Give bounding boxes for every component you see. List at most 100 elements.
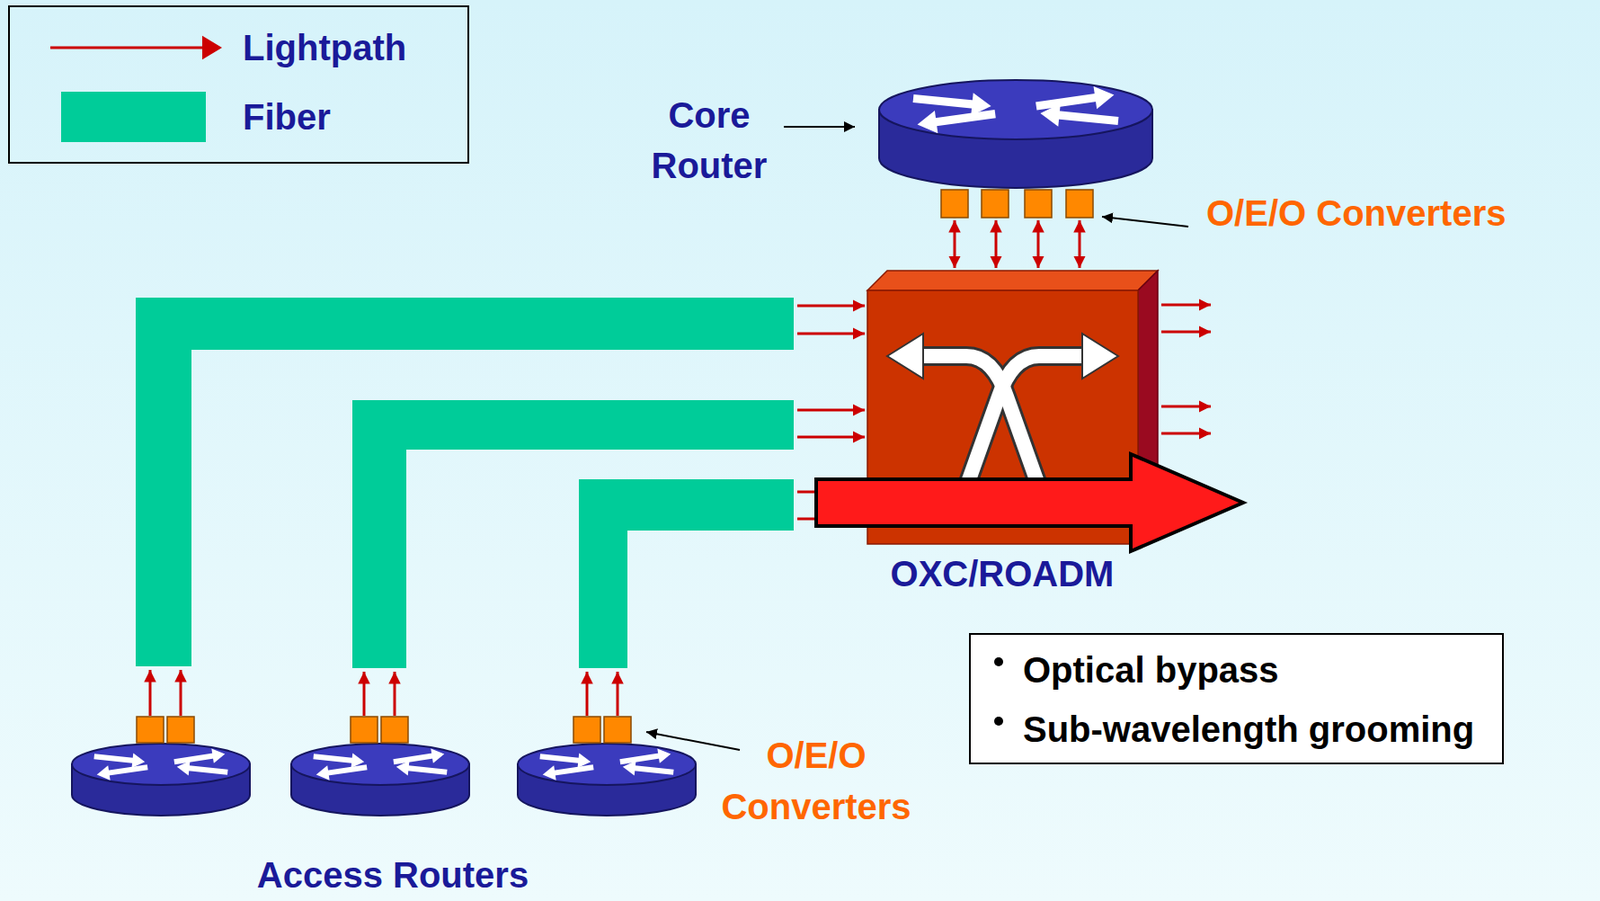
note-box: Optical bypassSub-wavelength grooming [968,632,1504,765]
legend-swatch [61,91,206,143]
node-heading: OXC/ROADM [849,552,1156,595]
router-arrow [174,755,215,762]
oeo-converter [350,716,378,743]
router-arrow [326,766,367,774]
node-heading: Core Router [619,89,800,191]
arrow-head [211,747,225,763]
oeo-converter [604,716,632,743]
router-arrow [1036,97,1100,107]
oeo-converter [167,716,195,743]
arrow-head [97,764,111,780]
callout-label: Access Routers [213,853,573,896]
router-top [291,743,470,785]
oeo-converter [381,716,409,743]
router-icon [291,743,470,816]
bullet-text: Optical bypass [1022,640,1503,700]
callout-label: O/E/O Converters [1206,192,1506,234]
lightpath-arrow [797,304,865,308]
router-icon [517,743,696,816]
oeo-converter [1024,189,1052,218]
bullet-dot [994,657,1004,667]
arrow-head [396,760,410,776]
arrow-head [657,747,671,763]
arrow-head [1093,86,1115,109]
fiber [578,479,794,668]
router-arrow [186,767,228,773]
arrow-head [622,760,637,776]
arrow-head [542,764,557,780]
lightpath-arrow [586,671,589,716]
oeo-converter [573,716,601,743]
legend-text: Fiber [242,96,331,138]
lightpath-arrow [797,435,865,439]
lightpath-connector [1037,220,1040,268]
leader-line [646,731,740,750]
callout-label: O/E/O Converters [708,729,925,833]
router-shape [877,79,1155,218]
lightpath-connector [1078,220,1082,268]
leader-line [1102,216,1189,227]
box-top-face [867,270,1158,291]
router-arrow [106,766,148,774]
converter-group [136,716,632,743]
legend-item: Fiber [9,91,468,146]
switch-head [1082,333,1119,379]
lightpath-arrow [1161,432,1211,436]
lightpath-arrow [179,669,183,716]
router-arrow [552,766,594,774]
oeo-converter [981,189,1009,218]
router-arrow [913,97,977,105]
arrow-head [202,35,223,60]
lightpath-arrow [1161,303,1211,307]
lightpath-arrow [1161,405,1211,409]
legend-text: Lightpath [242,26,407,69]
access-router-group [71,743,696,816]
lightpath-arrow [393,671,397,716]
bullet-row: Sub-wavelength grooming [970,699,1503,759]
router-icon [71,743,250,816]
switch-head [887,333,924,379]
bullet-text: Sub-wavelength grooming [1022,699,1503,759]
legend-line [50,46,208,50]
leader-line [783,125,855,128]
lightpath-arrow [797,408,865,412]
core-router-node: Core Router [877,79,1155,218]
legend-box: LightpathFiber [8,5,470,164]
cross-connect-shape [867,270,1158,544]
lightpath-arrow [797,332,865,336]
lightpath-arrow [363,671,366,716]
router-arrow [540,755,581,761]
legend-arrow [45,26,226,81]
router-icon [879,80,1153,188]
router-arrow [620,755,661,762]
router-top [879,80,1153,140]
oeo-converter [941,189,969,218]
lightpath-arrow [149,669,152,716]
fiber [352,400,794,668]
router-arrow [1055,115,1119,122]
router-top [71,743,250,785]
arrow-head [177,760,191,776]
router-arrow [393,755,435,762]
router-arrow [406,767,447,773]
arrow-head [917,110,939,134]
bullet-dot [994,716,1004,726]
fiber-group [135,297,794,668]
arrow-head [316,764,330,780]
lightpath-arrow [1161,330,1211,334]
legend-item: Lightpath [9,26,468,81]
cross-connect-box: OXC/ROADM [867,270,1158,544]
router-arrow [313,755,355,761]
lightpath-connector [953,220,957,268]
router-arrow [932,114,996,124]
bullet-row: Optical bypass [970,640,1503,700]
oeo-converter [136,716,164,743]
oeo-converter [1066,189,1094,218]
router-arrow [94,755,135,761]
lightpath-arrow [616,671,620,716]
bypass-arrow [816,453,1244,552]
arrow-head [1040,103,1060,126]
arrow-head [430,747,445,763]
router-arrow [632,767,674,773]
